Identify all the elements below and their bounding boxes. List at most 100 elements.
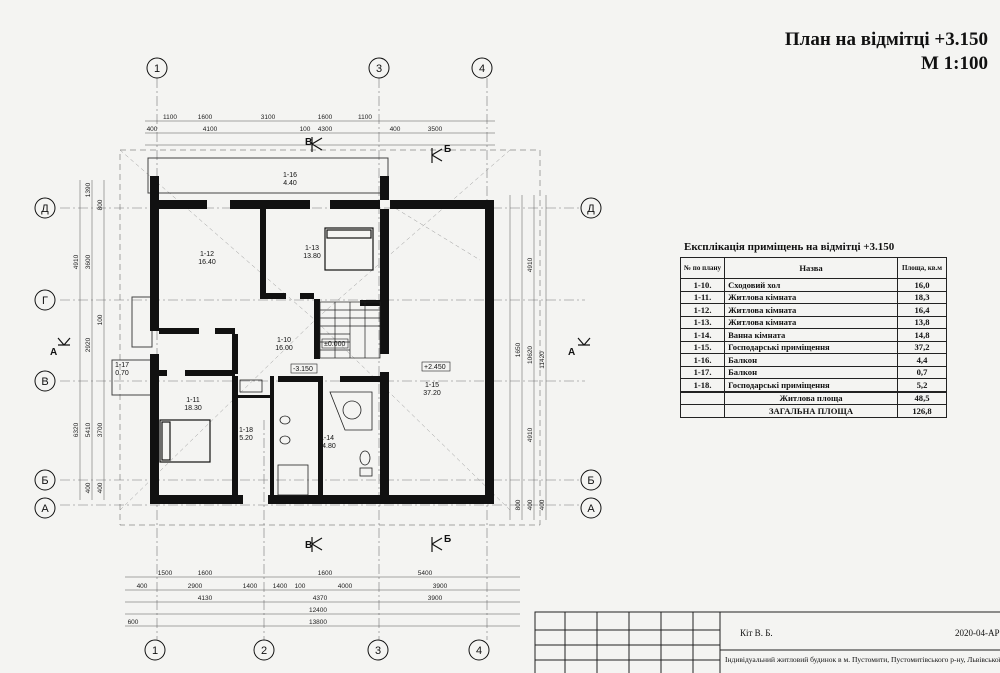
axis-marker-bottom-4: 4	[468, 639, 490, 661]
svg-text:3500: 3500	[428, 126, 443, 133]
svg-text:1390: 1390	[85, 182, 92, 197]
room-id: 1-12	[200, 251, 214, 258]
axis-marker-top-4: 4	[471, 57, 493, 79]
svg-text:1400: 1400	[273, 583, 288, 590]
svg-text:11420: 11420	[539, 351, 546, 369]
svg-text:6320: 6320	[73, 422, 80, 437]
room-id: 1-13	[305, 245, 319, 252]
bathroom-fixtures	[239, 379, 373, 496]
room-id: 1-11	[186, 397, 200, 404]
svg-text:1600: 1600	[198, 114, 213, 121]
svg-text:1600: 1600	[198, 570, 213, 577]
level-zero: ±0.000	[324, 341, 345, 348]
section-markers: В Б В Б А А	[50, 137, 591, 552]
svg-text:400: 400	[539, 499, 546, 510]
room-labels: 1-10 16.00 1-11 18.30 1-12 16.40 1-13 13…	[115, 172, 441, 450]
svg-text:3900: 3900	[428, 595, 443, 602]
header-name: Назва	[724, 257, 898, 279]
svg-text:4100: 4100	[203, 126, 218, 133]
axis-marker-left-D: Д	[34, 197, 56, 219]
svg-text:1600: 1600	[318, 570, 333, 577]
svg-text:1400: 1400	[243, 583, 258, 590]
axis-marker-left-G: Г	[34, 289, 56, 311]
beds	[159, 227, 374, 463]
svg-text:Д: Д	[587, 203, 595, 215]
svg-text:3: 3	[375, 645, 381, 657]
svg-text:Д: Д	[41, 203, 49, 215]
stamp-description: Індивідуальний житловий будинок в м. Пус…	[725, 655, 1000, 664]
dimension-lines	[79, 120, 547, 627]
explication-title: Експлікація приміщень на відмітці +3.150	[684, 241, 895, 253]
level-plus: +2.450	[424, 364, 446, 371]
title-block-frame	[534, 611, 1000, 673]
room-area: 16.40	[198, 259, 216, 266]
svg-text:4910: 4910	[527, 427, 534, 442]
svg-text:2920: 2920	[85, 337, 92, 352]
svg-text:100: 100	[97, 314, 104, 325]
svg-text:800: 800	[515, 499, 522, 510]
svg-text:10620: 10620	[527, 346, 534, 364]
axis-marker-bottom-3: 3	[367, 639, 389, 661]
room-area: 37.20	[423, 390, 441, 397]
svg-text:3700: 3700	[97, 422, 104, 437]
stamp-code: 2020-04-АР	[955, 628, 1000, 638]
room-area: 13.80	[303, 253, 321, 260]
axis-marker-bottom-1: 1	[144, 639, 166, 661]
svg-text:Г: Г	[42, 295, 48, 307]
axis-grid-lines	[60, 78, 585, 640]
room-area: 16.00	[275, 345, 293, 352]
svg-text:4130: 4130	[198, 595, 213, 602]
svg-text:Б: Б	[444, 534, 451, 545]
svg-text:1650: 1650	[515, 342, 522, 357]
level-minus: -3.150	[293, 366, 313, 373]
axis-marker-left-V: В	[34, 370, 56, 392]
svg-text:3100: 3100	[261, 114, 276, 121]
room-id: 1-16	[283, 172, 297, 179]
svg-text:13800: 13800	[309, 619, 327, 626]
room-id: 1-14	[320, 435, 334, 442]
title-line-2: М 1:100	[920, 53, 988, 74]
svg-text:400: 400	[147, 126, 158, 133]
svg-text:А: А	[50, 347, 57, 358]
room-area: 14.80	[318, 443, 336, 450]
room-id: 1-10	[277, 337, 291, 344]
axis-marker-right-D: Д	[580, 197, 602, 219]
svg-text:5410: 5410	[85, 422, 92, 437]
axis-marker-bottom-2: 2	[253, 639, 275, 661]
room-area: 5.20	[239, 435, 253, 442]
room-id: 1-18	[239, 427, 253, 434]
room-id: 1-15	[425, 382, 439, 389]
svg-text:2: 2	[261, 645, 267, 657]
svg-text:12400: 12400	[309, 607, 327, 614]
svg-text:3: 3	[376, 63, 382, 75]
axis-marker-left-B: Б	[34, 469, 56, 491]
svg-text:1: 1	[152, 645, 158, 657]
room-area: 4.40	[283, 180, 297, 187]
walls	[150, 176, 494, 504]
svg-text:А: А	[41, 503, 49, 515]
svg-text:Б: Б	[41, 475, 48, 487]
axis-marker-right-A: А	[580, 497, 602, 519]
svg-text:1500: 1500	[158, 570, 173, 577]
svg-text:В: В	[305, 137, 312, 148]
svg-text:100: 100	[295, 583, 306, 590]
svg-text:В: В	[41, 376, 48, 388]
dimension-texts: 1100 1600 3100 1600 1100 4100 4300 3500 …	[128, 114, 448, 626]
explication-table-block: Експлікація приміщень на відмітці +3.150…	[679, 241, 970, 418]
svg-text:4910: 4910	[73, 254, 80, 269]
axis-marker-left-A: А	[34, 497, 56, 519]
header-area: Площа, кв.м	[897, 257, 947, 279]
svg-text:4: 4	[479, 63, 485, 75]
svg-text:400: 400	[390, 126, 401, 133]
svg-text:Б: Б	[587, 475, 594, 487]
stamp-author: Кіт В. Б.	[740, 628, 773, 638]
axis-marker-top-1: 1	[146, 57, 168, 79]
